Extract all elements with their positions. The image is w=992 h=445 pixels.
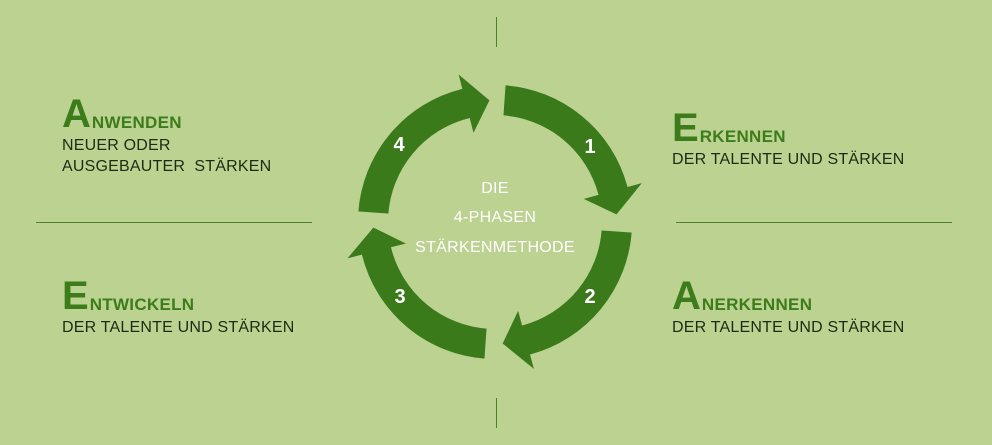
phase-erkennen-subtitle: DER TALENTE UND STÄRKEN xyxy=(672,151,905,168)
phase-anwenden-initial: A xyxy=(62,92,91,136)
phase-anerkennen-initial: A xyxy=(672,274,701,318)
cycle-number-1: 1 xyxy=(584,136,595,158)
cycle-arrow-1 xyxy=(501,83,648,217)
phase-erkennen-initial: E xyxy=(672,106,699,150)
phase-anerkennen-subtitle: DER TALENTE UND STÄRKEN xyxy=(672,319,905,336)
cycle-number-3: 3 xyxy=(394,286,405,308)
phase-anerkennen: A NERKENNEN DER TALENTE UND STÄRKEN xyxy=(672,274,905,338)
cycle-arrow-4 xyxy=(356,68,492,216)
cycle-arrow-3 xyxy=(341,225,489,361)
phase-entwickeln-title: NTWICKELN xyxy=(89,295,195,314)
divider-right xyxy=(676,222,952,223)
phase-anwenden: A NWENDEN NEUER ODER AUSGEBAUTER STÄRKEN xyxy=(62,92,272,177)
phase-anwenden-heading: A NWENDEN xyxy=(62,92,271,136)
cycle-number-4: 4 xyxy=(393,134,405,156)
center-label-line-2: 4-PHASEN xyxy=(454,209,536,226)
phase-anerkennen-heading: A NERKENNEN xyxy=(672,274,905,318)
phase-anwenden-title: NWENDEN xyxy=(91,113,182,132)
phase-anwenden-subtitle-2: AUSGEBAUTER STÄRKEN xyxy=(62,158,272,175)
divider-left xyxy=(36,222,312,223)
center-label-line-3: STÄRKENMETHODE xyxy=(415,238,575,256)
phase-anwenden-subtitle-1: NEUER ODER xyxy=(62,137,171,154)
cycle-number-2: 2 xyxy=(584,286,595,308)
phase-erkennen-heading: E RKENNEN xyxy=(672,106,905,150)
divider-bottom xyxy=(496,398,497,428)
divider-top xyxy=(496,17,497,47)
cycle-arrow-2 xyxy=(500,228,634,375)
phase-erkennen-title: RKENNEN xyxy=(699,127,786,146)
phase-entwickeln-heading: E NTWICKELN xyxy=(62,274,295,318)
phase-erkennen: E RKENNEN DER TALENTE UND STÄRKEN xyxy=(672,106,905,170)
phase-entwickeln: E NTWICKELN DER TALENTE UND STÄRKEN xyxy=(62,274,295,338)
phase-entwickeln-subtitle: DER TALENTE UND STÄRKEN xyxy=(62,319,295,336)
center-label-line-1: DIE xyxy=(481,180,509,197)
phase-anerkennen-title: NERKENNEN xyxy=(701,295,813,314)
phase-entwickeln-initial: E xyxy=(62,274,89,318)
